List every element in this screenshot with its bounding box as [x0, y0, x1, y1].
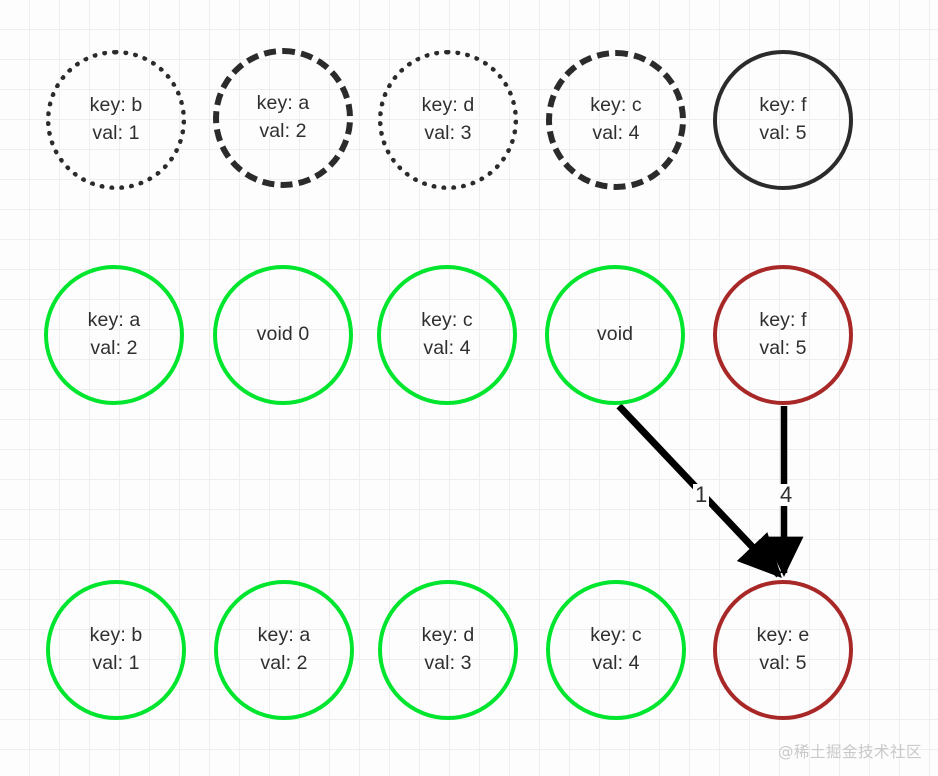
node-line-2: val: 1	[92, 122, 140, 144]
node-bot-2[interactable]: key: a val: 2	[214, 580, 354, 720]
node-bot-4[interactable]: key: c val: 4	[546, 580, 686, 720]
node-line-1: void	[596, 323, 634, 346]
node-line-2: val: 1	[92, 652, 140, 674]
node-top-5[interactable]: key: f val: 5	[713, 50, 853, 190]
node-line-1: key: e	[756, 624, 810, 647]
node-line-1: key: f	[759, 94, 807, 117]
node-bot-5[interactable]: key: e val: 5	[713, 580, 853, 720]
node-line-1: key: a	[256, 92, 310, 115]
node-line-2: val: 3	[424, 652, 472, 674]
node-line-2: val: 5	[759, 337, 807, 359]
node-bot-3[interactable]: key: d val: 3	[378, 580, 518, 720]
node-line-1: key: f	[759, 309, 807, 332]
node-line-2: val: 4	[592, 652, 640, 674]
node-line-1: key: d	[421, 624, 475, 647]
edge-label-4: 4	[778, 482, 795, 507]
node-line-2: val: 5	[759, 122, 807, 144]
node-line-1: key: c	[590, 624, 642, 647]
node-line-1: void 0	[256, 323, 310, 346]
node-line-2: val: 2	[259, 120, 307, 142]
node-line-2: val: 2	[90, 337, 138, 359]
node-line-2: val: 3	[424, 122, 472, 144]
node-top-1[interactable]: key: b val: 1	[46, 50, 186, 190]
node-mid-3[interactable]: key: c val: 4	[377, 265, 517, 405]
edge-label-1: 1	[693, 482, 710, 507]
node-line-2: val: 2	[260, 652, 308, 674]
node-mid-1[interactable]: key: a val: 2	[44, 265, 184, 405]
node-mid-2[interactable]: void 0	[213, 265, 353, 405]
node-line-1: key: b	[89, 624, 143, 647]
node-line-1: key: a	[87, 309, 141, 332]
node-line-1: key: d	[421, 94, 475, 117]
node-line-2: val: 5	[759, 652, 807, 674]
node-top-2[interactable]: key: a val: 2	[213, 48, 353, 188]
node-line-1: key: c	[421, 309, 473, 332]
node-line-1: key: a	[257, 624, 311, 647]
node-line-2: val: 4	[592, 122, 640, 144]
node-bot-1[interactable]: key: b val: 1	[46, 580, 186, 720]
node-line-1: key: c	[590, 94, 642, 117]
node-line-1: key: b	[89, 94, 143, 117]
node-mid-5[interactable]: key: f val: 5	[713, 265, 853, 405]
watermark-text: @稀土掘金技术社区	[777, 743, 922, 761]
node-mid-4[interactable]: void	[545, 265, 685, 405]
node-top-4[interactable]: key: c val: 4	[546, 50, 686, 190]
node-line-2: val: 4	[423, 337, 471, 359]
node-top-3[interactable]: key: d val: 3	[378, 50, 518, 190]
